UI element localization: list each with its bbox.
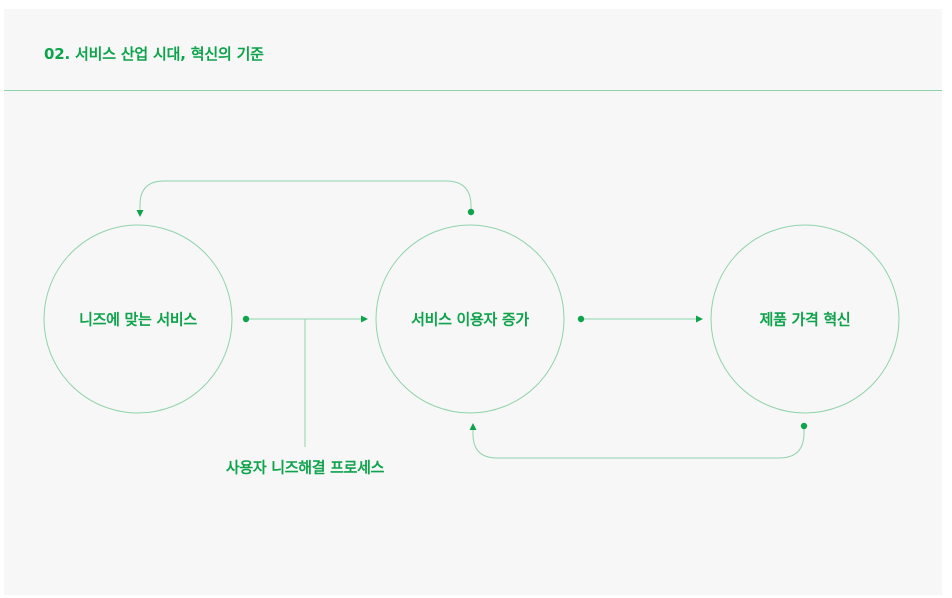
page-title: 02. 서비스 산업 시대, 혁신의 기준 bbox=[44, 45, 264, 63]
node-label-needs: 니즈에 맞는 서비스 bbox=[79, 310, 197, 329]
node-label-price: 제품 가격 혁신 bbox=[759, 310, 851, 329]
header-divider bbox=[4, 90, 942, 91]
process-label: 사용자 니즈해결 프로세스 bbox=[225, 458, 385, 477]
node-label-usage: 서비스 이용자 증가 bbox=[411, 310, 529, 329]
slide-panel: 02. 서비스 산업 시대, 혁신의 기준 bbox=[4, 9, 942, 595]
